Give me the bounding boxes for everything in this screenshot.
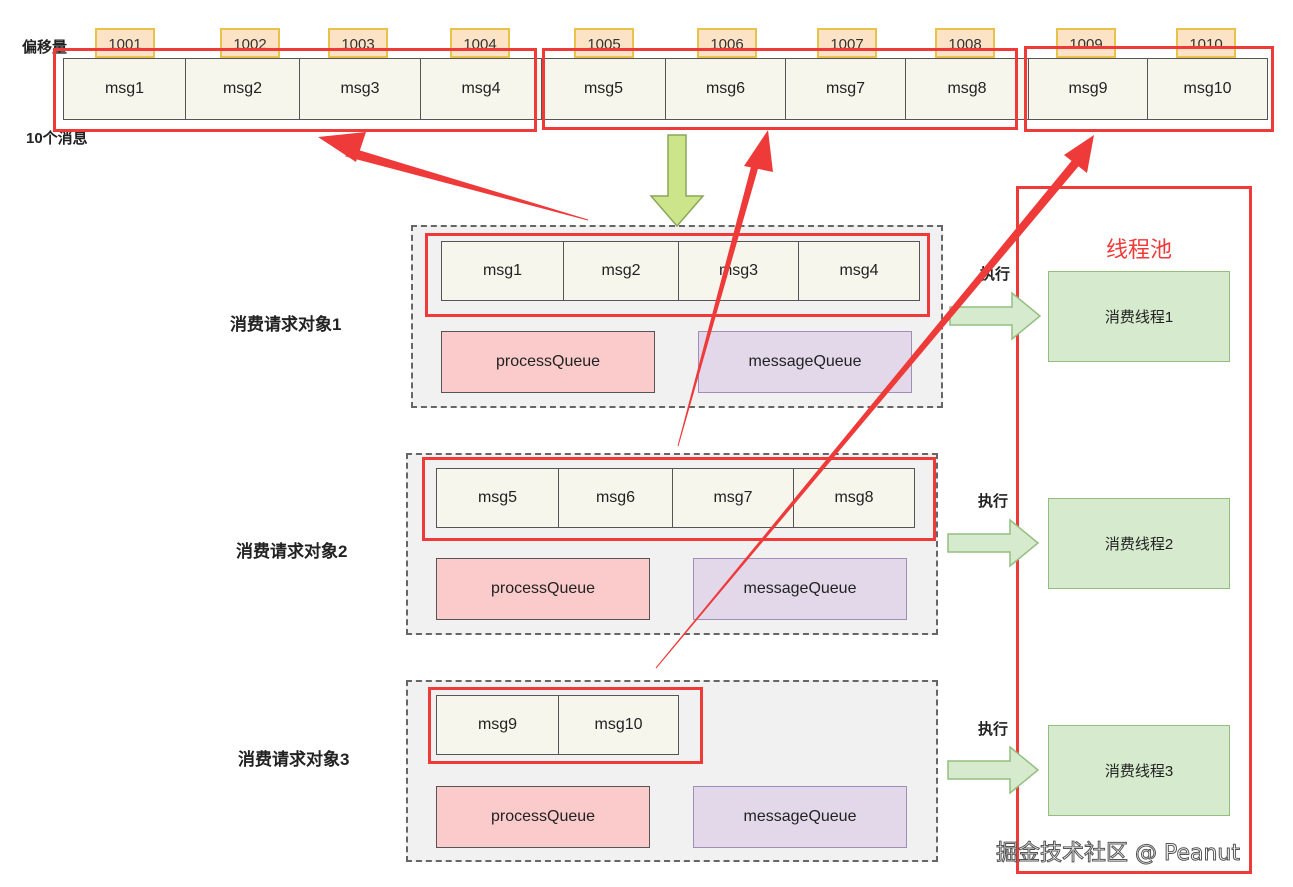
offset-tag: 1004 [450, 28, 510, 58]
execute-label: 执行 [980, 266, 1011, 283]
message-cell: msg4 [420, 58, 542, 120]
offset-tag: 1005 [574, 28, 634, 58]
message-queue: messageQueue [693, 786, 907, 848]
highlight-group-2 [542, 48, 1018, 130]
message-cell: msg10 [558, 695, 679, 755]
message-cell: msg10 [1147, 58, 1268, 120]
highlight-request-3 [428, 687, 703, 764]
message-queue: messageQueue [698, 331, 912, 393]
highlight-request-2 [422, 457, 936, 541]
request-label: 消费请求对象1 [230, 315, 342, 334]
red-arrow-1 [318, 132, 589, 221]
message-cell: msg9 [436, 695, 559, 755]
consumer-thread: 消费线程1 [1048, 271, 1230, 362]
message-cell: msg1 [63, 58, 186, 120]
highlight-request-1 [425, 233, 930, 317]
process-queue: processQueue [436, 786, 650, 848]
message-cell: msg5 [541, 58, 666, 120]
execute-label: 执行 [978, 721, 1009, 738]
message-cell: msg8 [905, 58, 1029, 120]
message-cell: msg6 [558, 468, 673, 528]
request-label: 消费请求对象2 [236, 542, 348, 561]
message-cell: msg7 [785, 58, 906, 120]
consumer-thread: 消费线程2 [1048, 498, 1230, 589]
watermark: 掘金技术社区 @ Peanut [996, 841, 1241, 867]
message-cell: msg2 [185, 58, 300, 120]
execute-label: 执行 [978, 493, 1009, 510]
offset-tag: 1008 [935, 28, 995, 58]
message-cell: msg3 [299, 58, 421, 120]
message-cell: msg6 [665, 58, 786, 120]
highlight-group-1 [53, 48, 537, 132]
request-label: 消费请求对象3 [238, 750, 350, 769]
process-queue: processQueue [441, 331, 655, 393]
consumer-thread: 消费线程3 [1048, 725, 1230, 816]
thread-pool-title: 线程池 [1106, 237, 1173, 262]
message-cell: msg1 [441, 241, 564, 301]
highlight-group-3 [1024, 46, 1274, 132]
message-cell: msg5 [436, 468, 559, 528]
message-queue: messageQueue [693, 558, 907, 620]
message-cell: msg9 [1028, 58, 1148, 120]
messages-count-label: 10个消息 [26, 130, 88, 147]
down-arrow-icon [649, 134, 705, 228]
offset-tag: 1002 [220, 28, 280, 58]
process-queue: processQueue [436, 558, 650, 620]
